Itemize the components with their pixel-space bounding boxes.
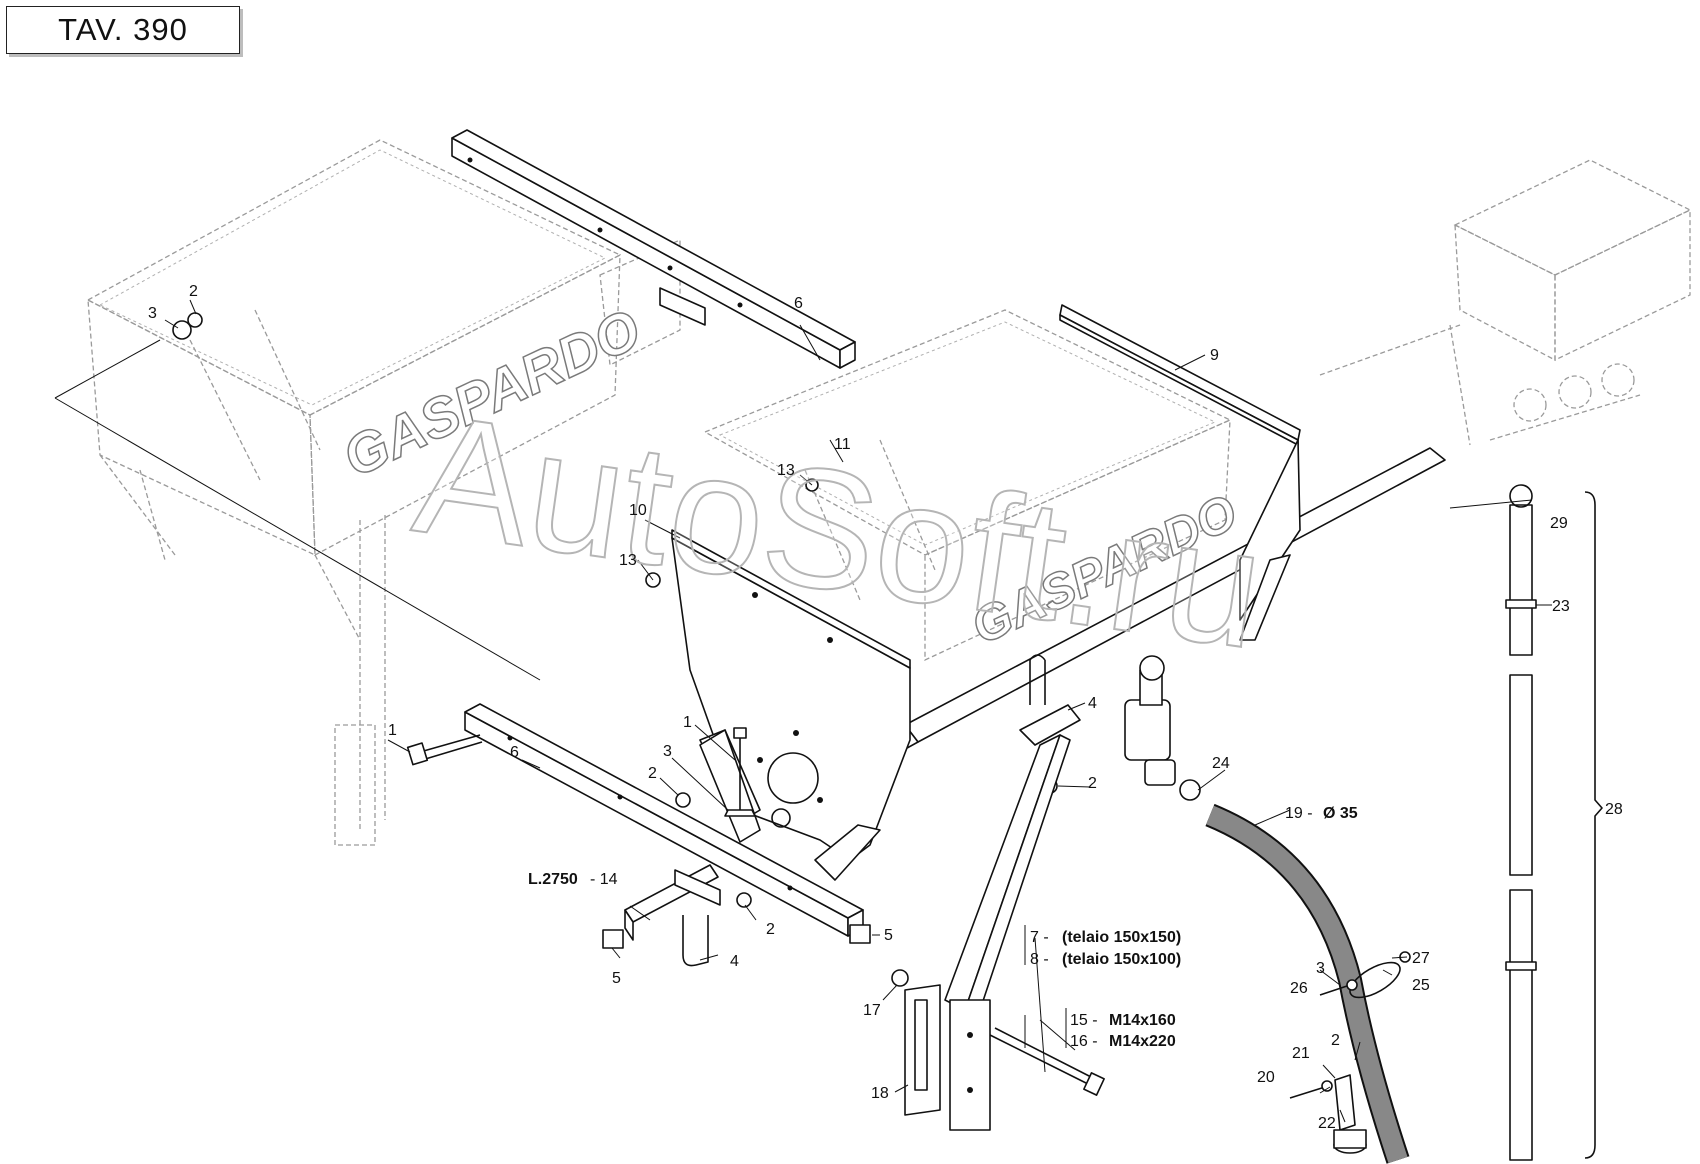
- ghost-hopper-left: [86, 139, 681, 846]
- callout-2-right: 2: [1331, 1032, 1340, 1049]
- leader-lines: [54, 299, 1552, 1123]
- callout-2-center: 2: [648, 765, 657, 782]
- callout-2-lower: 2: [766, 921, 775, 938]
- callout-20: 20: [1257, 1069, 1275, 1086]
- callout-24: 24: [1212, 755, 1230, 772]
- callout-29: 29: [1550, 515, 1568, 532]
- callout-5-right: 5: [884, 927, 893, 944]
- callout-21: 21: [1292, 1045, 1310, 1062]
- drill-frame: [944, 704, 1081, 1131]
- callout-10: 10: [629, 502, 647, 519]
- callout-5-left: 5: [612, 970, 621, 987]
- callout-9: 9: [1210, 347, 1219, 364]
- variant-15-number: 15 -: [1070, 1012, 1098, 1029]
- hose-clamp: [1319, 951, 1411, 999]
- callout-19-number: 19 -: [1285, 805, 1313, 822]
- variant-7-spec: (telaio 150x150): [1062, 929, 1181, 946]
- callout-2-frame: 2: [1088, 775, 1097, 792]
- variant-16-spec: M14x220: [1109, 1033, 1176, 1050]
- callout-3-top-left: 3: [148, 305, 157, 322]
- ghost-hopper-right: [1319, 159, 1692, 446]
- table-title: TAV. 390: [6, 6, 240, 54]
- variant-15-spec: M14x160: [1109, 1012, 1176, 1029]
- callout-1-left: 1: [388, 722, 397, 739]
- variant-8-spec: (telaio 150x100): [1062, 951, 1181, 968]
- callout-2-top-left: 2: [189, 283, 198, 300]
- callout-1-center: 1: [683, 714, 692, 731]
- end-caps: [602, 924, 871, 949]
- variant-16-number: 16 -: [1070, 1033, 1098, 1050]
- bolt-bracket: [699, 727, 761, 843]
- hose-support: [1289, 1074, 1367, 1154]
- ghost-hopper-center: [703, 309, 1232, 662]
- telescopic-tube: [1505, 484, 1603, 1161]
- callout-27: 27: [1412, 950, 1430, 967]
- u-bolt-lower: [682, 654, 1046, 967]
- crossbar-lower: [464, 703, 864, 937]
- callout-26: 26: [1290, 980, 1308, 997]
- callout-22: 22: [1318, 1115, 1336, 1132]
- callout-14-number: - 14: [590, 871, 618, 888]
- rear-plate: [1059, 304, 1301, 641]
- callout-13-lower: 13: [619, 552, 637, 569]
- callout-4-lower: 4: [730, 953, 739, 970]
- callout-4-upper: 4: [1088, 695, 1097, 712]
- callout-18: 18: [871, 1085, 889, 1102]
- variant-7-number: 7 -: [1030, 929, 1049, 946]
- callout-19-diameter: Ø 35: [1323, 805, 1358, 822]
- callout-23: 23: [1552, 598, 1570, 615]
- transverse-tube: [624, 864, 721, 941]
- crossbar-upper: [451, 129, 856, 369]
- callout-11: 11: [834, 436, 851, 453]
- bolt-left: [406, 734, 483, 766]
- callout-14-prefix: L.2750: [528, 871, 578, 888]
- variant-8-number: 8 -: [1030, 951, 1049, 968]
- clamp-bracket: [904, 984, 941, 1116]
- callout-3-right: 3: [1316, 960, 1325, 977]
- callout-6-lower: 6: [510, 744, 519, 761]
- callout-28: 28: [1605, 801, 1623, 818]
- drive-coupling: [1124, 655, 1201, 801]
- callout-3-center: 3: [663, 743, 672, 760]
- callout-17: 17: [863, 1002, 881, 1019]
- callout-6-upper: 6: [794, 295, 803, 312]
- callout-13-upper: 13: [777, 462, 795, 479]
- callout-25: 25: [1412, 977, 1430, 994]
- callout-labels: 3 2 6 9 11 13 10 13 1 6 1 3 2 L.2750 - 1…: [148, 283, 1623, 1132]
